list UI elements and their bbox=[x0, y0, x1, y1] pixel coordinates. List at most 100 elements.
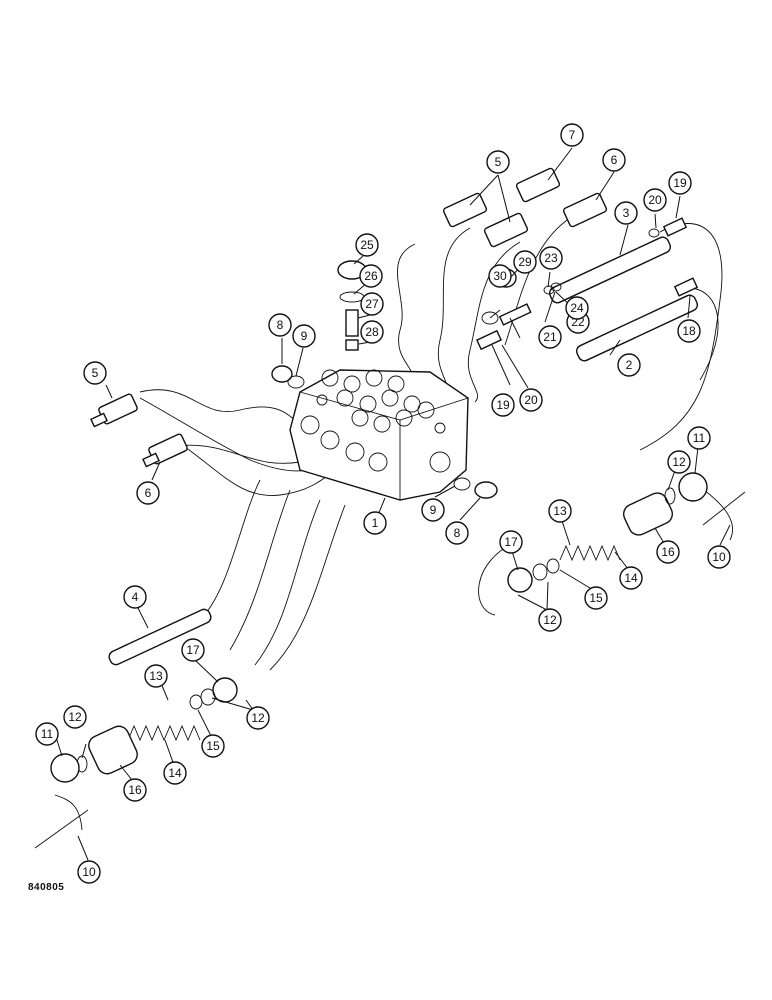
callout-10-left: 10 bbox=[77, 860, 101, 884]
callout-20-bottom: 20 bbox=[519, 388, 543, 412]
svg-text:24: 24 bbox=[570, 301, 584, 315]
svg-text:10: 10 bbox=[82, 865, 96, 879]
callout-4: 4 bbox=[123, 585, 147, 609]
spool-2 bbox=[575, 294, 699, 362]
svg-text:17: 17 bbox=[504, 535, 518, 549]
callout-8-bottom: 8 bbox=[445, 521, 469, 545]
svg-text:15: 15 bbox=[589, 591, 603, 605]
svg-text:4: 4 bbox=[132, 590, 139, 604]
relief-valve-6-top bbox=[562, 192, 608, 228]
valve-body bbox=[289, 369, 469, 501]
svg-text:12: 12 bbox=[543, 613, 557, 627]
svg-text:14: 14 bbox=[168, 766, 182, 780]
svg-text:2: 2 bbox=[626, 358, 633, 372]
svg-text:12: 12 bbox=[251, 711, 265, 725]
svg-text:10: 10 bbox=[712, 550, 726, 564]
callout-16-left: 16 bbox=[123, 778, 147, 802]
svg-text:19: 19 bbox=[673, 176, 687, 190]
svg-text:23: 23 bbox=[544, 251, 558, 265]
svg-text:12: 12 bbox=[68, 710, 82, 724]
svg-text:8: 8 bbox=[454, 526, 461, 540]
callout-13-left: 13 bbox=[144, 664, 168, 688]
callout-27: 27 bbox=[360, 292, 384, 316]
callout-14-left: 14 bbox=[163, 761, 187, 785]
callout-12-right-lower: 12 bbox=[538, 608, 562, 632]
callout-15-right: 15 bbox=[584, 586, 608, 610]
callout-19-bottom: 19 bbox=[491, 393, 515, 417]
callout-19-top: 19 bbox=[668, 171, 692, 195]
relief-valve-7 bbox=[515, 167, 561, 203]
callout-20-top: 20 bbox=[643, 188, 667, 212]
callouts: 1 2 3 4 5 5 6 6 7 8 8 9 9 10 10 11 11 12… bbox=[35, 123, 731, 884]
svg-text:27: 27 bbox=[365, 297, 379, 311]
svg-text:9: 9 bbox=[430, 503, 437, 517]
svg-text:15: 15 bbox=[206, 739, 220, 753]
callout-26: 26 bbox=[359, 264, 383, 288]
callout-24: 24 bbox=[565, 296, 589, 320]
callout-21: 21 bbox=[538, 325, 562, 349]
svg-text:7: 7 bbox=[569, 128, 576, 142]
spool-3 bbox=[548, 236, 672, 304]
svg-text:28: 28 bbox=[365, 325, 379, 339]
svg-text:14: 14 bbox=[624, 571, 638, 585]
svg-text:6: 6 bbox=[611, 153, 618, 167]
svg-text:21: 21 bbox=[543, 330, 557, 344]
callout-13-right: 13 bbox=[548, 499, 572, 523]
svg-text:8: 8 bbox=[277, 318, 284, 332]
callout-17-left: 17 bbox=[181, 638, 205, 662]
right-spring-assembly bbox=[507, 472, 746, 593]
svg-text:11: 11 bbox=[41, 727, 54, 741]
svg-text:13: 13 bbox=[149, 669, 163, 683]
callout-25: 25 bbox=[355, 233, 379, 257]
spool-4 bbox=[108, 608, 212, 666]
callout-30: 30 bbox=[488, 264, 512, 288]
callout-10-right: 10 bbox=[707, 545, 731, 569]
callout-5-top: 5 bbox=[486, 150, 510, 174]
callout-6-top: 6 bbox=[602, 148, 626, 172]
callout-28: 28 bbox=[360, 320, 384, 344]
callout-6-left: 6 bbox=[136, 481, 160, 505]
svg-text:16: 16 bbox=[661, 545, 675, 559]
callout-2: 2 bbox=[617, 353, 641, 377]
relief-valve-5-top-a bbox=[442, 192, 488, 228]
plug-25 bbox=[337, 260, 367, 351]
callout-16-right: 16 bbox=[656, 540, 680, 564]
callout-7: 7 bbox=[560, 123, 584, 147]
svg-text:18: 18 bbox=[682, 324, 696, 338]
svg-text:1: 1 bbox=[372, 516, 379, 530]
svg-text:5: 5 bbox=[92, 366, 99, 380]
svg-text:25: 25 bbox=[360, 238, 374, 252]
callout-1: 1 bbox=[363, 511, 387, 535]
svg-text:26: 26 bbox=[364, 269, 378, 283]
left-spring-assembly bbox=[34, 677, 238, 849]
callout-11-right: 11 bbox=[687, 426, 711, 450]
callout-5-left: 5 bbox=[83, 361, 107, 385]
callout-18: 18 bbox=[677, 319, 701, 343]
relief-valve-5-left bbox=[90, 393, 138, 428]
svg-text:17: 17 bbox=[186, 643, 200, 657]
callout-29: 29 bbox=[513, 250, 537, 274]
svg-text:9: 9 bbox=[301, 329, 308, 343]
plug-8-top bbox=[271, 365, 305, 389]
svg-text:11: 11 bbox=[693, 431, 706, 445]
relief-valve-6-left bbox=[142, 433, 188, 468]
callout-23: 23 bbox=[539, 246, 563, 270]
callout-9-top: 9 bbox=[292, 324, 316, 348]
callout-15-left: 15 bbox=[201, 734, 225, 758]
svg-text:30: 30 bbox=[493, 269, 507, 283]
figure-code: 840805 bbox=[28, 882, 65, 893]
svg-text:19: 19 bbox=[496, 398, 510, 412]
svg-text:5: 5 bbox=[495, 155, 502, 169]
svg-text:13: 13 bbox=[553, 504, 567, 518]
plug-8-bottom bbox=[453, 477, 498, 499]
svg-text:6: 6 bbox=[145, 486, 152, 500]
svg-text:12: 12 bbox=[672, 455, 686, 469]
callout-17-right: 17 bbox=[499, 530, 523, 554]
svg-text:29: 29 bbox=[518, 255, 532, 269]
svg-text:16: 16 bbox=[128, 783, 142, 797]
callout-12-left: 12 bbox=[63, 705, 87, 729]
svg-text:3: 3 bbox=[623, 206, 630, 220]
callout-8-top: 8 bbox=[268, 313, 292, 337]
callout-12-center: 12 bbox=[246, 706, 270, 730]
